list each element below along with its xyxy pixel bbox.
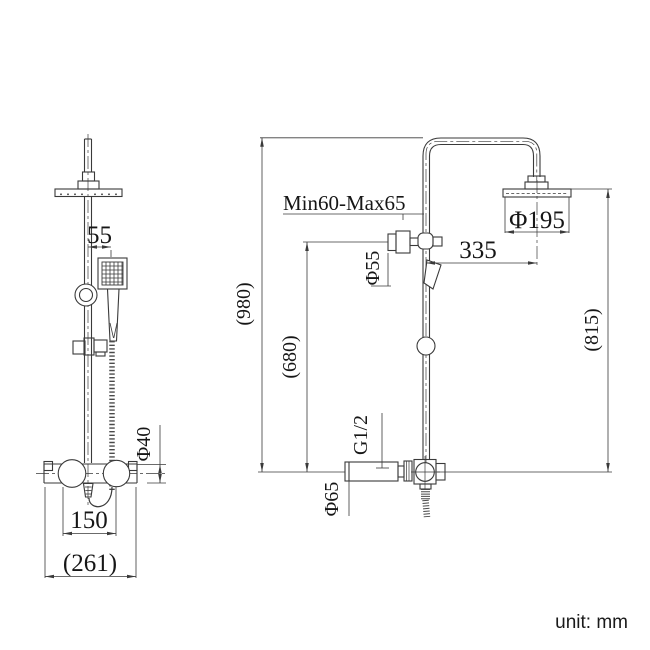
dim-valve-diameter-front: Φ40 bbox=[133, 425, 166, 484]
dim-head-height: (815) bbox=[571, 188, 612, 472]
dim-overall-width: (261) bbox=[44, 487, 137, 579]
side-view: Min60-Max65 Φ55 Φ195 335 bbox=[233, 137, 612, 518]
dim-label-335: 335 bbox=[459, 237, 497, 264]
dim-label-phi195: Φ195 bbox=[509, 207, 565, 234]
ring-holder bbox=[74, 283, 98, 307]
riser-gooseneck-pipe bbox=[422, 137, 541, 468]
slider-bracket bbox=[72, 337, 108, 357]
dim-head-diameter: Φ195 bbox=[504, 197, 570, 234]
riser-pipe bbox=[77, 138, 100, 190]
overhead-shower-side bbox=[502, 175, 572, 266]
dim-label-150: 150 bbox=[70, 507, 108, 534]
dim-label-261: (261) bbox=[63, 550, 117, 577]
hand-shower-handle bbox=[106, 288, 120, 342]
dim-label-815: (815) bbox=[581, 308, 603, 351]
unit-label: unit: mm bbox=[555, 612, 628, 633]
valve-front bbox=[36, 459, 168, 488]
overhead-shower-plate bbox=[54, 188, 123, 198]
dim-total-height: (980) bbox=[233, 137, 423, 472]
nozzle-dots bbox=[60, 193, 117, 196]
pipe-centerline bbox=[425, 140, 538, 468]
valve-ear-left bbox=[43, 460, 54, 472]
dim-valve-diameter-side: Φ65 bbox=[321, 481, 350, 517]
dim-thread-size: G1/2 bbox=[350, 413, 389, 469]
wall-bracket bbox=[387, 230, 443, 254]
dim-bracket-height: (680) bbox=[279, 241, 388, 472]
dim-inlet-spacing: 150 bbox=[62, 487, 117, 536]
dim-bracket-diameter: Φ55 bbox=[362, 251, 391, 287]
dim-handshower-offset: 55 bbox=[87, 222, 112, 257]
dim-label-min-max: Min60-Max65 bbox=[283, 191, 406, 215]
dim-label-980: (980) bbox=[233, 282, 255, 325]
dim-label-phi55: Φ55 bbox=[362, 251, 384, 286]
valve-ear-right bbox=[127, 460, 138, 472]
valve-knob-right bbox=[102, 459, 131, 488]
dim-label-55: 55 bbox=[87, 222, 112, 249]
valve-knob-left bbox=[57, 459, 87, 488]
dim-wall-distance: Min60-Max65 bbox=[283, 191, 424, 220]
valve-side bbox=[344, 456, 446, 518]
dim-label-phi40: Φ40 bbox=[133, 427, 155, 462]
dim-head-offset: 335 bbox=[426, 237, 537, 265]
diverter-lever bbox=[423, 259, 442, 290]
dim-label-phi65: Φ65 bbox=[321, 482, 343, 517]
ball-joint bbox=[416, 336, 436, 356]
front-view: 55 Φ40 150 (261) bbox=[36, 134, 168, 579]
dim-label-g12: G1/2 bbox=[350, 415, 372, 455]
spray-grid bbox=[102, 262, 123, 285]
hose-outlet bbox=[422, 499, 431, 518]
hand-shower bbox=[97, 257, 128, 342]
dim-label-680: (680) bbox=[279, 335, 301, 378]
riser-pipe-lower bbox=[83, 196, 93, 463]
